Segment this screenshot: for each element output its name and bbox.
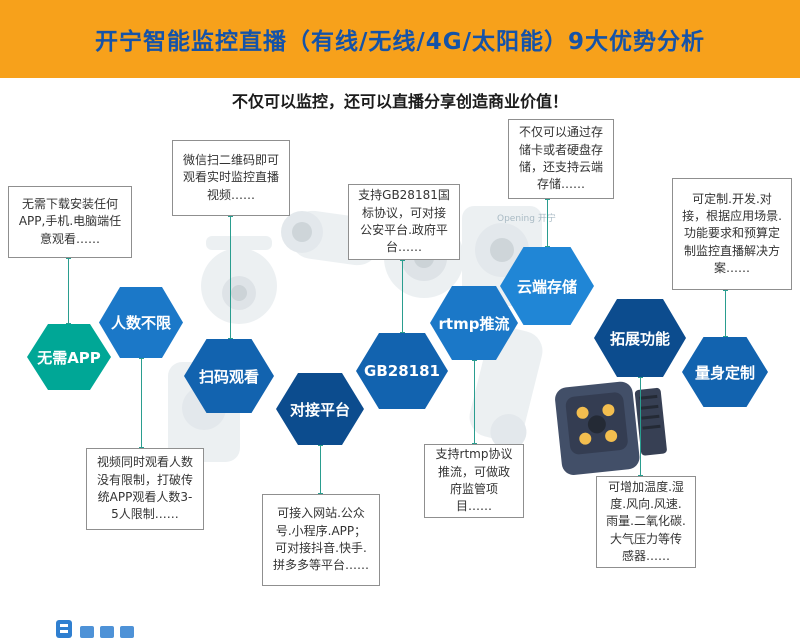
callout-cloud-storage-text: 不仅可以通过存储卡或者硬盘存储，还支持云端存储…… <box>518 125 603 192</box>
callout-wechat-qr: 微信扫二维码即可观看实时监控直播视频…… <box>172 140 290 216</box>
callout-no-app: 无需下载安装任何APP,手机.电脑端任意观看…… <box>8 186 132 258</box>
callout-sensors: 可增加温度.湿度.风向.风速.雨量.二氧化碳.大气压力等传感器…… <box>596 476 696 568</box>
subtitle: 不仅可以监控，还可以直播分享创造商业价值！ <box>231 92 568 111</box>
connector-platforms <box>318 441 323 498</box>
connector-rtmp <box>472 356 477 448</box>
callout-platforms-text: 可接入网站.公众号.小程序.APP；可对接抖音.快手.拼多多等平台…… <box>272 506 369 573</box>
callout-rtmp: 支持rtmp协议推流，可做政府监管项目…… <box>424 444 524 518</box>
callout-customization-text: 可定制.开发.对接，根据应用场景.功能要求和预算定制监控直播解决方案…… <box>682 191 782 276</box>
callout-rtmp-text: 支持rtmp协议推流，可做政府监管项目…… <box>435 447 513 514</box>
callout-sensors-text: 可增加温度.湿度.风向.风速.雨量.二氧化碳.大气压力等传感器…… <box>606 479 686 564</box>
header-banner: 开宁智能监控直播（有线/无线/4G/太阳能）9大优势分析 <box>0 0 800 78</box>
footer-logo-partial <box>56 620 134 638</box>
hexagon-unlimited-viewers: 人数不限 <box>99 287 183 358</box>
hexagon-cloud-storage: 云端存储 <box>500 247 594 325</box>
hexagon-scan-to-watch: 扫码观看 <box>184 339 274 413</box>
callout-unlimited-viewers-text: 视频同时观看人数没有限制，打破传统APP观看人数3-5人限制…… <box>96 455 193 522</box>
connector-sensors <box>638 373 643 480</box>
callout-platforms: 可接入网站.公众号.小程序.APP；可对接抖音.快手.拼多多等平台…… <box>262 494 380 586</box>
page-title: 开宁智能监控直播（有线/无线/4G/太阳能）9大优势分析 <box>94 29 706 55</box>
camera-brand-label: Opening 开宁 <box>497 212 556 224</box>
hexagon-gb28181: GB28181 <box>356 333 448 409</box>
callout-wechat-qr-text: 微信扫二维码即可观看实时监控直播视频…… <box>182 152 279 202</box>
connector-custom-solution <box>723 286 728 341</box>
hexagon-no-app-required: 无需APP <box>27 324 111 390</box>
callout-customization: 可定制.开发.对接，根据应用场景.功能要求和预算定制监控直播解决方案…… <box>672 178 792 290</box>
callout-gb28181: 支持GB28181国标协议，可对接公安平台.政府平台…… <box>348 184 460 260</box>
connector-cloud-storage <box>545 195 550 251</box>
dark-camera <box>555 381 667 475</box>
callout-cloud-storage: 不仅可以通过存储卡或者硬盘存储，还支持云端存储…… <box>508 119 614 199</box>
connector-scan-to-watch <box>228 212 233 343</box>
connector-unlimited-viewers <box>139 354 144 452</box>
callout-no-app-text: 无需下载安装任何APP,手机.电脑端任意观看…… <box>18 196 122 246</box>
callout-unlimited-viewers: 视频同时观看人数没有限制，打破传统APP观看人数3-5人限制…… <box>86 448 204 530</box>
connector-no-app <box>66 254 71 328</box>
connector-gb28181 <box>400 256 405 337</box>
callout-gb28181-text: 支持GB28181国标协议，可对接公安平台.政府平台…… <box>358 188 450 255</box>
